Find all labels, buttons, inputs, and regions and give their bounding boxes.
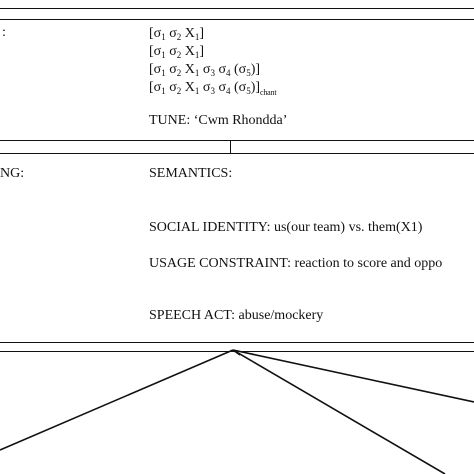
speech-act-text: SPEECH ACT: abuse/mockery [149, 308, 324, 323]
symbol-subscript: 5 [246, 86, 251, 96]
form-label-fragment: : [2, 25, 6, 40]
symbol: (σ [230, 80, 247, 95]
symbol: X [181, 44, 195, 59]
symbol: σ [165, 62, 177, 77]
form-row: [σ1 σ2 X1] [149, 43, 204, 61]
symbol: X [181, 26, 195, 41]
symbol-subscript: 1 [194, 68, 200, 78]
tree-branch-left [0, 349, 234, 451]
tree-branch-right-inner [232, 349, 446, 474]
symbol-subscript: 4 [225, 68, 231, 78]
bracket-close: )] [250, 62, 261, 77]
symbol: σ [153, 26, 162, 41]
symbol-subscript: 3 [210, 86, 215, 96]
form-row: [σ1 σ2 X1 σ3 σ4 (σ5)] [149, 61, 260, 79]
symbol: σ [214, 62, 226, 77]
bracket-open: [ [149, 26, 154, 41]
tree-branch-short [232, 349, 241, 356]
meaning-label-fragment: NG: [0, 166, 25, 181]
form-box-top [0, 19, 474, 20]
social-identity-text: SOCIAL IDENTITY: us(our team) vs. them(X… [149, 220, 423, 235]
symbol-subscript: 4 [225, 86, 231, 96]
symbol: σ [153, 44, 162, 59]
usage-constraint-text: USAGE CONSTRAINT: reaction to score and … [149, 256, 443, 271]
symbol: X [181, 80, 195, 95]
tune-label: TUNE: ‘Cwm Rhondda’ [149, 113, 288, 128]
box-connector [230, 140, 231, 153]
tree-branch-right-outer [232, 349, 474, 403]
symbol-subscript: 2 [176, 68, 182, 78]
symbol-subscript: 1 [194, 86, 200, 96]
bracket-close: ] [199, 26, 205, 41]
symbol: σ [199, 80, 211, 95]
symbol-subscript: 1 [194, 50, 200, 60]
symbol: X [181, 62, 195, 77]
symbol-subscript: 3 [210, 68, 215, 78]
form-row: [σ1 σ2 X1] [149, 25, 204, 43]
bracket-open: [ [149, 80, 154, 95]
symbol-subscript: 2 [176, 50, 182, 60]
semantics-label: SEMANTICS: [149, 166, 233, 181]
bracket-close: ] [199, 44, 205, 59]
symbol: σ [165, 80, 177, 95]
meaning-box-bottom [0, 342, 474, 343]
symbol-subscript: 1 [161, 68, 166, 78]
top-border [0, 8, 474, 9]
symbol: σ [165, 44, 177, 59]
symbol: σ [165, 26, 177, 41]
symbol-subscript: 1 [194, 32, 200, 42]
symbol: σ [199, 62, 211, 77]
symbol-subscript: 1 [161, 86, 166, 96]
symbol-subscript: 2 [176, 86, 182, 96]
bracket-open: [ [149, 62, 154, 77]
symbol: (σ [230, 62, 247, 77]
form-row: [σ1 σ2 X1 σ3 σ4 (σ5)]chant [149, 79, 277, 97]
symbol: σ [153, 80, 162, 95]
row-tag-subscript: chant [260, 88, 277, 97]
symbol-subscript: 5 [246, 68, 251, 78]
meaning-box-top [0, 153, 474, 154]
symbol-subscript: 2 [176, 32, 182, 42]
symbol-subscript: 1 [161, 32, 166, 42]
form-box-bottom [0, 140, 474, 141]
bracket-open: [ [149, 44, 154, 59]
bracket-close: )] [250, 80, 261, 95]
symbol-subscript: 1 [161, 50, 166, 60]
symbol: σ [153, 62, 162, 77]
symbol: σ [214, 80, 226, 95]
